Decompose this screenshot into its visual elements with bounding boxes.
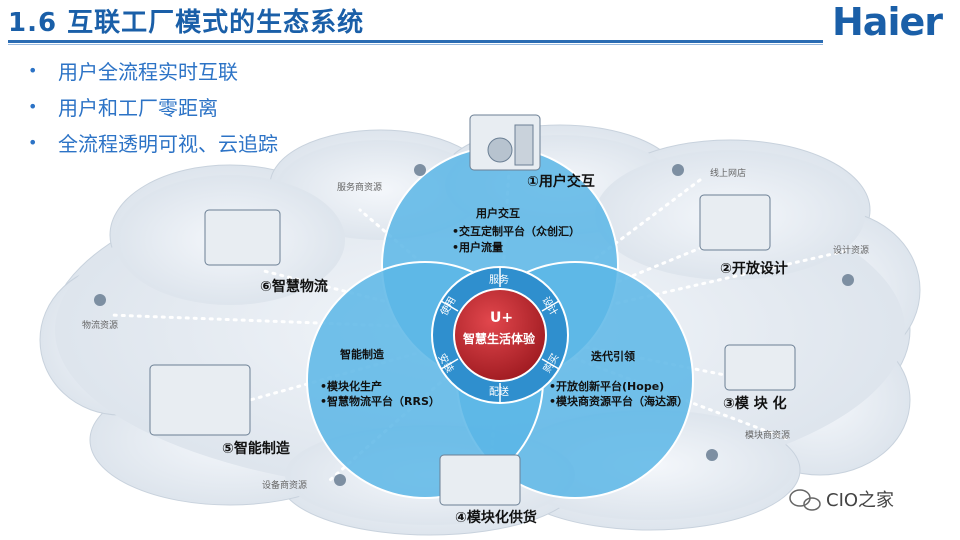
resource-icons [94, 164, 854, 486]
circle-right-item: •开放创新平台(Hope) [549, 380, 665, 393]
circle-left-item: •智慧物流平台（RRS） [320, 395, 440, 408]
bullet-item: • 全流程透明可视、云追踪 [28, 124, 278, 160]
resource-logistics: 物流资源 [82, 321, 119, 331]
design-resource-icon [842, 274, 854, 286]
modular-supply-scene [439, 454, 521, 506]
online-store-icon [672, 164, 684, 176]
bullet-dot-icon: • [28, 60, 38, 80]
bullet-dot-icon: • [28, 96, 38, 116]
ring-segment-service: 服务 [489, 275, 509, 286]
circle-left-item: •模块化生产 [320, 380, 383, 393]
watermark: CIO之家 [826, 490, 895, 511]
circle-top-title: 用户交互 [476, 207, 520, 220]
center-label: 智慧生活体验 [463, 332, 536, 346]
service-icon [414, 164, 426, 176]
node-illustrations [149, 114, 796, 506]
title-divider-thin [8, 44, 823, 45]
bullet-list: • 用户全流程实时互联 • 用户和工厂零距离 • 全流程透明可视、云追踪 [28, 52, 278, 160]
circle-left-title: 智能制造 [340, 348, 384, 361]
node-modular-supply: ④模块化供货 [455, 510, 537, 526]
bullet-text: 用户全流程实时互联 [58, 59, 238, 84]
center-core [453, 288, 547, 382]
ring-segment-delivery: 配送 [489, 387, 509, 398]
equipment-icon [334, 474, 346, 486]
node-user-interaction: ①用户交互 [527, 174, 595, 190]
bullet-text: 用户和工厂零距离 [58, 95, 218, 120]
bullet-text: 全流程透明可视、云追踪 [58, 131, 278, 156]
bullet-item: • 用户和工厂零距离 [28, 88, 278, 124]
page-title: 1.6 互联工厂模式的生态系统 [8, 8, 365, 38]
circle-top-item: •用户流量 [452, 241, 504, 254]
ring-dividers [440, 267, 560, 403]
open-design-scene [699, 194, 771, 251]
node-smart-manufacturing: ⑤智能制造 [222, 441, 290, 457]
module-resource-icon [706, 449, 718, 461]
resource-equipment: 设备商资源 [262, 481, 308, 491]
resource-design: 设计资源 [833, 246, 870, 256]
logistics-resource-icon [94, 294, 106, 306]
node-smart-logistics: ⑥智慧物流 [260, 279, 328, 295]
node-open-design: ②开放设计 [720, 261, 788, 277]
bullet-item: • 用户全流程实时互联 [28, 52, 278, 88]
circle-right-title: 迭代引领 [591, 350, 635, 363]
resource-service: 服务商资源 [337, 183, 383, 193]
modular-scene [724, 344, 796, 391]
haier-logo: Haier [832, 0, 943, 44]
smart-logistics-scene [204, 209, 281, 266]
resource-module: 模块商资源 [745, 431, 791, 441]
smart-manufacturing-scene [149, 364, 251, 436]
center-logo: U+ [490, 310, 514, 326]
title-divider [8, 40, 823, 43]
resource-online-store: 线上网店 [710, 169, 747, 179]
wechat-icon [789, 489, 821, 511]
circle-right-item: •模块商资源平台（海达源） [549, 395, 689, 408]
bullet-dot-icon: • [28, 132, 38, 152]
node-modularization: ③模 块 化 [723, 396, 787, 412]
circle-top-item: •交互定制平台（众创汇） [452, 225, 581, 238]
